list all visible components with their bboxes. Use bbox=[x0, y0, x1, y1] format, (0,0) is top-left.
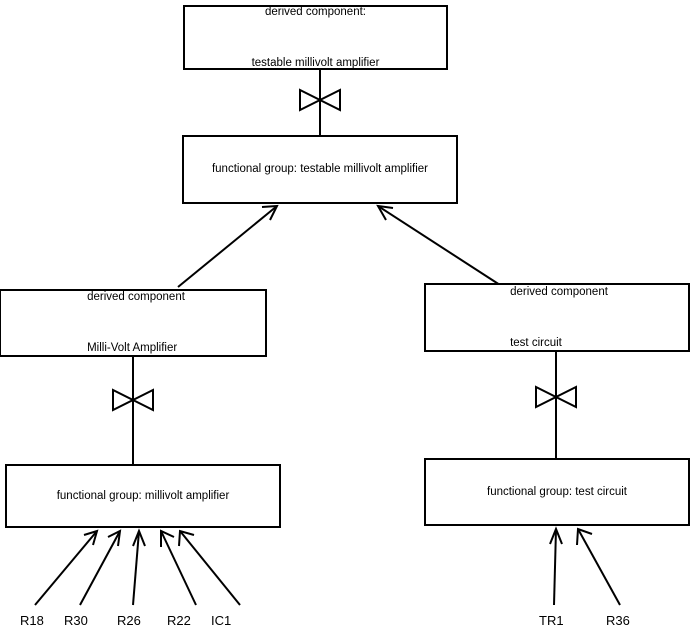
arrow-line-right-derived-to-fg bbox=[377, 205, 501, 286]
node-label-line1: derived component bbox=[510, 285, 608, 298]
node-derived-testable-millivolt-amplifier[interactable]: derived component: testable millivolt am… bbox=[183, 5, 448, 70]
node-derived-milli-volt-amplifier[interactable]: derived component Milli-Volt Amplifier bbox=[0, 289, 267, 357]
node-label-line2: test circuit bbox=[510, 336, 562, 349]
arrowhead-r36 bbox=[576, 527, 593, 546]
node-fg-millivolt-amplifier[interactable]: functional group: millivolt amplifier bbox=[5, 464, 281, 528]
arrow-line-left-derived-to-fg bbox=[177, 205, 278, 288]
node-label-line1: functional group: test circuit bbox=[487, 485, 627, 498]
bowtie-icon-right bbox=[535, 385, 577, 409]
node-label-line1: functional group: millivolt amplifier bbox=[56, 489, 230, 502]
arrow-line-ic1 bbox=[179, 530, 241, 606]
bowtie-icon-left bbox=[112, 388, 154, 412]
node-label-line2: testable millivolt amplifier bbox=[251, 56, 380, 69]
arrowhead-tr1 bbox=[549, 526, 563, 545]
leaf-label-tr1[interactable]: TR1 bbox=[539, 613, 564, 628]
node-label-line2: Milli-Volt Amplifier bbox=[87, 342, 178, 354]
node-label-fg-millivolt-amplifier: functional group: millivolt amplifier bbox=[57, 454, 230, 539]
leaf-label-r30[interactable]: R30 bbox=[64, 613, 88, 628]
arrow-line-r30 bbox=[79, 530, 121, 606]
arrowhead-r22 bbox=[160, 529, 175, 547]
node-label-fg-test-circuit: functional group: test circuit bbox=[487, 450, 627, 535]
arrowhead-r30 bbox=[107, 529, 122, 547]
arrowhead-left-derived-to-fg bbox=[261, 204, 279, 221]
node-label-derived-test-circuit: derived component test circuit bbox=[510, 250, 608, 386]
leaf-label-r22[interactable]: R22 bbox=[167, 613, 191, 628]
arrow-line-r36 bbox=[577, 528, 621, 606]
node-label-line1: derived component: bbox=[264, 5, 366, 18]
node-label-line1: functional group: testable millivolt amp… bbox=[211, 163, 429, 175]
leaf-label-r18[interactable]: R18 bbox=[20, 613, 44, 628]
node-fg-test-circuit[interactable]: functional group: test circuit bbox=[424, 458, 690, 526]
node-label-line1: derived component bbox=[87, 291, 185, 303]
node-derived-test-circuit[interactable]: derived component test circuit bbox=[424, 283, 690, 352]
arrowhead-r26 bbox=[132, 528, 146, 547]
node-label-derived-testable-millivolt-amplifier: derived component: testable millivolt am… bbox=[252, 0, 380, 106]
node-label-derived-milli-volt-amplifier: derived component Milli-Volt Amplifier bbox=[87, 255, 185, 391]
arrowhead-right-derived-to-fg bbox=[376, 204, 394, 221]
leaf-label-r36[interactable]: R36 bbox=[606, 613, 630, 628]
arrowhead-r18 bbox=[83, 529, 99, 546]
arrow-line-r26 bbox=[132, 530, 140, 606]
node-fg-testable-millivolt-amplifier[interactable]: functional group: testable millivolt amp… bbox=[182, 135, 458, 204]
bowtie-icon-top bbox=[299, 88, 341, 112]
arrow-line-r18 bbox=[34, 530, 98, 606]
arrowhead-ic1 bbox=[178, 529, 195, 547]
node-label-fg-testable-millivolt-amplifier: functional group: testable millivolt amp… bbox=[212, 127, 428, 212]
leaf-label-ic1[interactable]: IC1 bbox=[211, 613, 232, 628]
arrow-line-tr1 bbox=[553, 528, 557, 606]
leaf-label-r26[interactable]: R26 bbox=[117, 613, 141, 628]
arrow-line-r22 bbox=[160, 530, 197, 606]
